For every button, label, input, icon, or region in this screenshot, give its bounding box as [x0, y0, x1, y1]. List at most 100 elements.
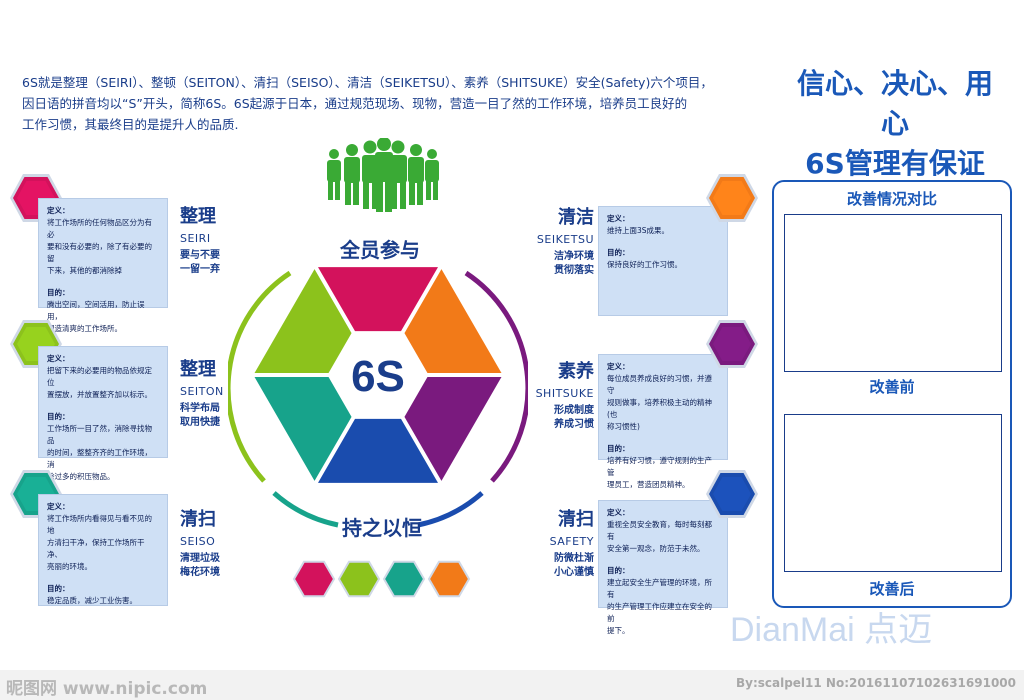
intro-line: 因日语的拼音均以“S”开头，简称6S。6S起源于日本，通过规范现场、现物，营造一…: [22, 96, 688, 111]
mini-hex-icon: [382, 560, 426, 598]
item-title: 整理: [180, 206, 216, 227]
wheel-segment: [404, 269, 502, 373]
goal-text: 理员工，营造团员精神。: [607, 480, 690, 489]
intro-line: 6S就是整理（SEIRI）、整顿（SEITON）、清扫（SEISO）、清洁（SE…: [22, 75, 713, 90]
brand-watermark: DianMai 点迈: [730, 611, 933, 649]
item-title: 整理: [180, 359, 216, 380]
before-photo-frame: [784, 214, 1002, 372]
item-desc: 养成习惯: [554, 419, 594, 430]
definition-text: 安全第一观念，防范于未然。: [607, 544, 705, 553]
item-desc: 一留一弃: [180, 264, 220, 275]
item-title: 清扫: [180, 509, 216, 530]
slogan-line-1: 信心、决心、用心: [796, 67, 993, 140]
comparison-panel: 改善情况对比 改善前 改善后: [772, 180, 1012, 608]
seiri-definition-box: 定义： 将工作场所的任何物品区分为有必 要和没有必要的，除了有必要的留 下来，其…: [38, 198, 168, 333]
all-staff-label: 全员参与: [340, 238, 420, 262]
item-desc: 小心谨慎: [554, 567, 594, 578]
definition-label: 定义：: [47, 354, 70, 363]
item-english: SEIKETSU: [536, 233, 594, 246]
definition-text: 要和没有必要的，除了有必要的留: [47, 242, 152, 263]
definition-text: 方清扫干净，保持工作场所干净、: [47, 538, 145, 559]
definition-label: 定义：: [607, 362, 630, 371]
seiso-definition-box: 定义： 将工作场所内看得见与看不见的地 方清扫干净，保持工作场所干净、 亮丽的环…: [38, 494, 168, 606]
definition-text: 将工作场所的任何物品区分为有必: [47, 218, 152, 239]
image-id-watermark: By:scalpel11 No:20161107102631691000: [735, 676, 1016, 690]
definition-label: 定义：: [607, 214, 630, 223]
goal-text: 腾出空间，空间活用，防止误用，: [47, 300, 145, 321]
definition-text: 每位成员养成良好的习惯，并遵守: [607, 374, 712, 395]
shitsuke-definition-box: 定义： 每位成员养成良好的习惯，并遵守 规则做事，培养积极主动的精神(也 称习惯…: [598, 354, 728, 489]
definition-text: 将工作场所内看得见与看不见的地: [47, 514, 152, 535]
core-6s-text: 6S: [351, 352, 405, 401]
intro-paragraph: 6S就是整理（SEIRI）、整顿（SEITON）、清扫（SEISO）、清洁（SE…: [22, 72, 762, 135]
definition-text: 亮丽的环境。: [47, 562, 92, 571]
definition-text: 重视全员安全教育，每时每刻都有: [607, 520, 712, 541]
seiketsu-definition-box: 定义： 维持上面3S成果。 目的： 保持良好的工作习惯。: [598, 206, 728, 316]
item-desc: 形成制度: [554, 405, 594, 416]
item-title: 素养: [558, 361, 594, 382]
goal-label: 目的：: [47, 288, 70, 297]
seiso-title: 清扫 SEISO 清理垃圾 梅花环境: [180, 508, 220, 580]
goal-text: 保持良好的工作习惯。: [607, 260, 682, 269]
item-title: 清扫: [558, 509, 594, 530]
mini-hex-icon: [292, 560, 336, 598]
wheel-segment: [404, 377, 502, 481]
definition-label: 定义：: [47, 206, 70, 215]
item-title: 清洁: [558, 207, 594, 228]
goal-label: 目的：: [607, 444, 630, 453]
goal-text: 培养有好习惯，遵守规则的生产管: [607, 456, 712, 477]
goal-text: 提下。: [607, 626, 630, 635]
6s-wheel: 6S: [228, 267, 528, 528]
comparison-title: 改善情况对比: [846, 190, 937, 208]
item-desc: 防微杜渐: [554, 553, 594, 564]
goal-text: 的生产管理工作应建立在安全的前: [607, 602, 712, 623]
goal-text: 稳定品质，减少工业伤害。: [47, 596, 137, 605]
item-english: SEISO: [180, 535, 216, 548]
seiketsu-hex-icon: [709, 177, 755, 219]
site-watermark: 昵图网 www.nipic.com: [6, 679, 208, 699]
item-desc: 贯彻落实: [554, 265, 594, 276]
slogan-line-2: 6S管理有保证: [805, 147, 985, 180]
goal-text: 建立起安全生产管理的环境，所有: [607, 578, 712, 599]
goal-label: 目的：: [607, 566, 630, 575]
before-label: 改善前: [869, 378, 915, 396]
definition-label: 定义：: [607, 508, 630, 517]
item-desc: 要与不要: [180, 250, 220, 261]
seiketsu-title: 清洁 SEIKETSU 洁净环境 贯彻落实: [520, 206, 594, 278]
shitsuke-hex-icon: [709, 323, 755, 365]
item-english: SEIRI: [180, 232, 211, 245]
wheel-segment: [318, 418, 438, 483]
definition-text: 规则做事，培养积极主动的精神(也: [607, 398, 712, 419]
item-desc: 取用快捷: [180, 417, 220, 428]
shitsuke-title: 素养 SHITSUKE 形成制度 养成习惯: [520, 360, 594, 432]
wheel-segment: [318, 267, 438, 332]
definition-label: 定义：: [47, 502, 70, 511]
goal-label: 目的：: [607, 248, 630, 257]
item-desc: 梅花环境: [180, 567, 220, 578]
definition-text: 把留下来的必要用的物品依规定位: [47, 366, 152, 387]
mini-hex-icon: [337, 560, 381, 598]
definition-text: 下来，其他的都消除掉: [47, 266, 122, 275]
item-english: SEITON: [180, 385, 224, 398]
goal-text: 工作场所一目了然，消除寻找物品: [47, 424, 152, 445]
item-desc: 科学布局: [180, 403, 220, 414]
after-label: 改善后: [869, 580, 915, 598]
item-desc: 洁净环境: [554, 251, 594, 262]
seiton-definition-box: 定义： 把留下来的必要用的物品依规定位 置摆放，并放置整齐加以标示。 目的： 工…: [38, 346, 168, 481]
seiri-title: 整理 SEIRI 要与不要 一留一弃: [180, 205, 220, 277]
goal-label: 目的：: [47, 412, 70, 421]
seiton-title: 整理 SEITON 科学布局 取用快捷: [180, 358, 224, 430]
definition-text: 称习惯性): [607, 422, 640, 431]
definition-text: 维持上面3S成果。: [607, 226, 670, 235]
wheel-segment: [254, 377, 352, 481]
item-desc: 清理垃圾: [180, 553, 220, 564]
safety-title: 清扫 SAFETY 防微杜渐 小心谨慎: [520, 508, 594, 580]
item-english: SAFETY: [549, 535, 594, 548]
goal-text: 除过多的积压物品。: [47, 472, 115, 481]
goal-text: 塑造清爽的工作场所。: [47, 324, 122, 333]
safety-hex-icon: [709, 473, 755, 515]
mini-hex-row: [292, 560, 471, 598]
persist-label: 持之以恒: [342, 516, 422, 540]
team-people-icon: [327, 138, 439, 212]
item-english: SHITSUKE: [535, 387, 594, 400]
